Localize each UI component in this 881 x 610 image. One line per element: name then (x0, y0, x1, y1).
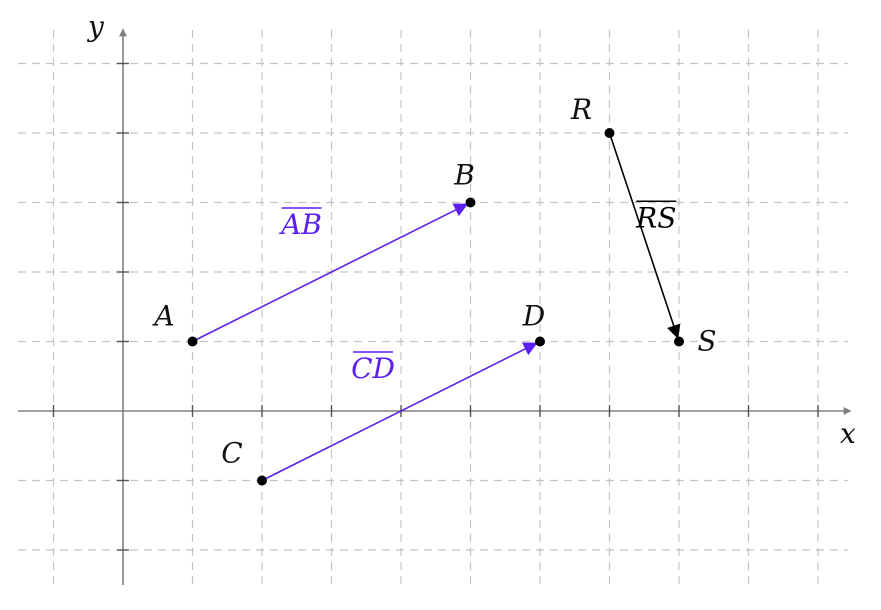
axis-ticks (52, 62, 819, 551)
point-s (674, 336, 684, 347)
y-axis-label: y (86, 10, 105, 43)
point-d (535, 336, 545, 347)
point-label-s: S (697, 325, 716, 358)
point-label-b: B (453, 159, 475, 192)
point-c (257, 475, 267, 486)
vector-cd (261, 342, 538, 482)
point-label-r: R (570, 93, 592, 126)
point-r (604, 128, 615, 138)
point-label-c: C (221, 437, 242, 470)
vector-ab (192, 203, 469, 343)
axes: x y (18, 10, 856, 585)
vector-label-rs: RS (635, 201, 676, 234)
point-label-d: D (522, 300, 545, 333)
point-b (465, 197, 476, 208)
point-a (187, 336, 198, 347)
vector-label-cd: CD (351, 352, 395, 385)
grid-lines (18, 30, 848, 590)
vector-label-ab: AB (278, 208, 322, 241)
point-label-a: A (151, 300, 174, 333)
vector-rs (608, 132, 681, 340)
x-axis-label: x (840, 417, 856, 450)
